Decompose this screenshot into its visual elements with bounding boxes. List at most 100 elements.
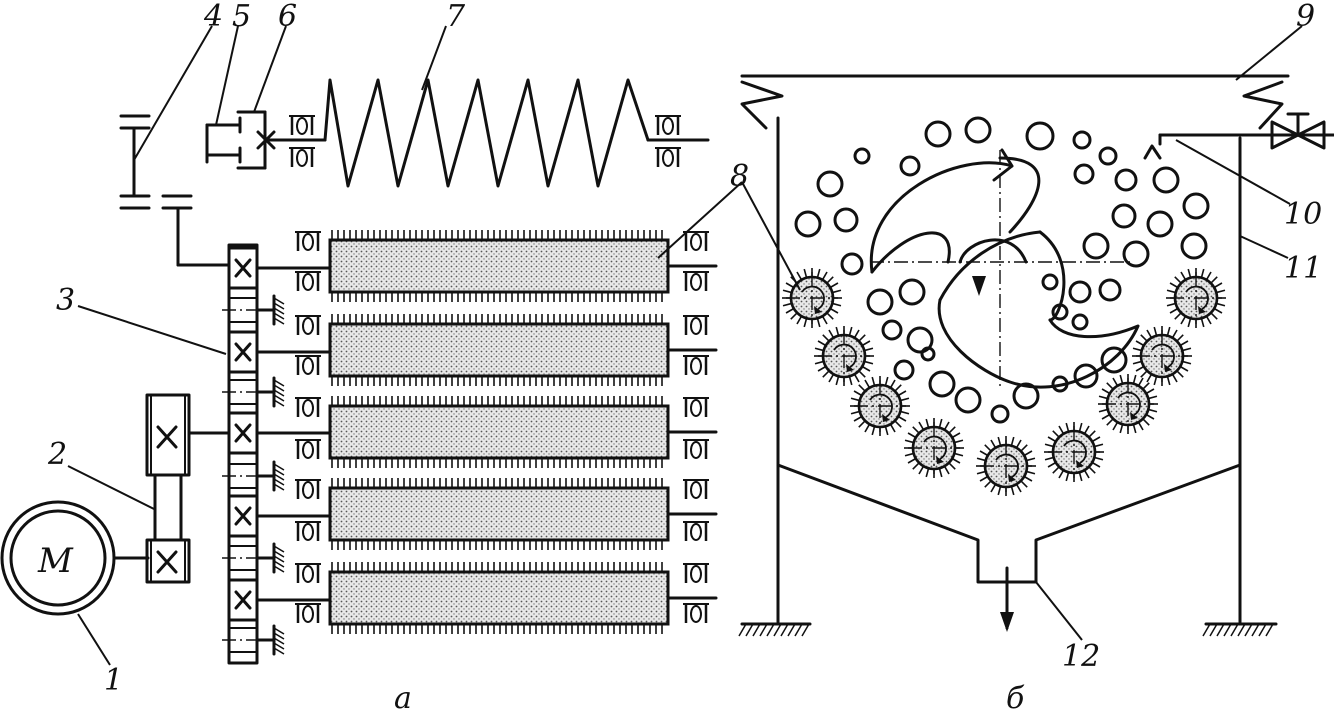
bearing-icon <box>289 147 315 167</box>
label-6: 6 <box>278 0 297 34</box>
washing-ball <box>924 120 952 148</box>
floor-ground-icon <box>738 623 1274 637</box>
washing-ball <box>1182 192 1210 220</box>
bearing-icon <box>295 603 321 623</box>
bearing-icon <box>295 231 321 251</box>
brush-roller <box>328 570 670 626</box>
washing-ball <box>1146 210 1174 238</box>
brush-roller-section <box>1166 268 1226 328</box>
washing-ball <box>1071 313 1089 331</box>
panel-b-drum-section <box>657 25 1334 641</box>
ground-hatch-icon <box>255 376 285 408</box>
brush-roller-section <box>782 268 842 328</box>
roller-bristles <box>331 396 663 468</box>
brush-roller <box>328 238 670 294</box>
roller-bristles <box>331 562 663 634</box>
label-12: 12 <box>1062 639 1100 674</box>
label-10: 10 <box>1284 197 1322 232</box>
label-7: 7 <box>446 0 466 34</box>
panel-b-leaders <box>657 25 1303 641</box>
roller-bristles <box>331 478 663 550</box>
outlet-arrow-icon <box>1000 612 1014 632</box>
flow-swirl <box>869 148 1140 389</box>
washing-ball <box>866 288 894 316</box>
ground-hatch-icon <box>255 542 285 574</box>
callout-labels: 1 2 3 4 5 6 7 8 9 10 11 12 а б <box>47 0 1322 714</box>
brush-roller <box>328 486 670 542</box>
bearing-icon <box>655 147 681 167</box>
panel-b-caption: б <box>1006 681 1025 714</box>
brush-roller-section <box>976 436 1036 496</box>
motor: M <box>0 500 150 616</box>
gear-train-column <box>222 243 332 665</box>
brush-roller-section <box>1132 326 1192 386</box>
washing-ball <box>1098 146 1118 166</box>
roller-bristles <box>331 230 663 302</box>
washing-ball <box>816 170 844 198</box>
brush-roller-section <box>850 376 910 436</box>
washing-ball <box>1180 232 1208 260</box>
label-11: 11 <box>1284 251 1322 286</box>
top-drive-shafts <box>119 110 327 267</box>
roller-bristles <box>331 314 663 386</box>
brush-roller <box>328 404 670 460</box>
washing-ball <box>1073 163 1095 185</box>
washing-ball <box>794 210 822 238</box>
washing-ball <box>954 386 982 414</box>
bearing-icon <box>683 521 709 541</box>
brush-roller <box>328 322 670 378</box>
panel-a-leaders <box>67 25 447 666</box>
washing-ball <box>920 346 936 362</box>
bearing-icon <box>295 271 321 291</box>
washing-ball <box>1041 273 1059 291</box>
washing-ball <box>1068 280 1092 304</box>
belt-drive <box>145 393 231 584</box>
ground-hatch-icon <box>255 460 285 492</box>
bearing-icon <box>683 231 709 251</box>
washing-ball <box>1114 168 1138 192</box>
spiral-spring-shaft <box>323 78 710 188</box>
washing-ball <box>1012 382 1040 410</box>
bearing-icon <box>683 603 709 623</box>
bearing-icon <box>289 115 315 135</box>
washing-ball <box>840 252 864 276</box>
washing-ball <box>928 370 956 398</box>
brush-rollers <box>328 230 718 634</box>
bearing-icon <box>683 315 709 335</box>
label-3: 3 <box>56 283 75 318</box>
washing-ball <box>1073 363 1099 389</box>
brush-roller-section <box>814 326 874 386</box>
bearing-icon <box>683 563 709 583</box>
bearings <box>289 115 709 623</box>
brush-roller-section <box>1098 374 1158 434</box>
washing-ball <box>898 278 926 306</box>
brush-rollers-ring <box>782 268 1226 496</box>
washing-ball <box>1082 232 1110 260</box>
label-4: 4 <box>203 0 223 34</box>
washing-balls <box>794 116 1210 424</box>
washing-ball <box>853 147 871 165</box>
bearing-icon <box>683 355 709 375</box>
brush-roller-section <box>1044 422 1104 482</box>
bearing-icon <box>683 271 709 291</box>
washing-ball <box>1051 375 1069 393</box>
bearing-icon <box>295 521 321 541</box>
label-5: 5 <box>232 0 251 34</box>
valve-icon <box>1270 112 1326 150</box>
washing-ball <box>1051 303 1069 321</box>
washing-ball <box>833 207 859 233</box>
bearing-icon <box>295 397 321 417</box>
washing-ball <box>1100 346 1128 374</box>
bearing-icon <box>295 563 321 583</box>
washing-ball <box>1025 121 1055 151</box>
washing-ball <box>881 319 903 341</box>
panel-a-drive-scheme: M <box>0 25 718 666</box>
washing-ball <box>1122 240 1150 268</box>
label-2: 2 <box>47 437 67 472</box>
label-1: 1 <box>104 663 123 698</box>
bearing-icon <box>295 355 321 375</box>
motor-label: M <box>37 541 74 581</box>
washing-ball <box>893 359 915 381</box>
